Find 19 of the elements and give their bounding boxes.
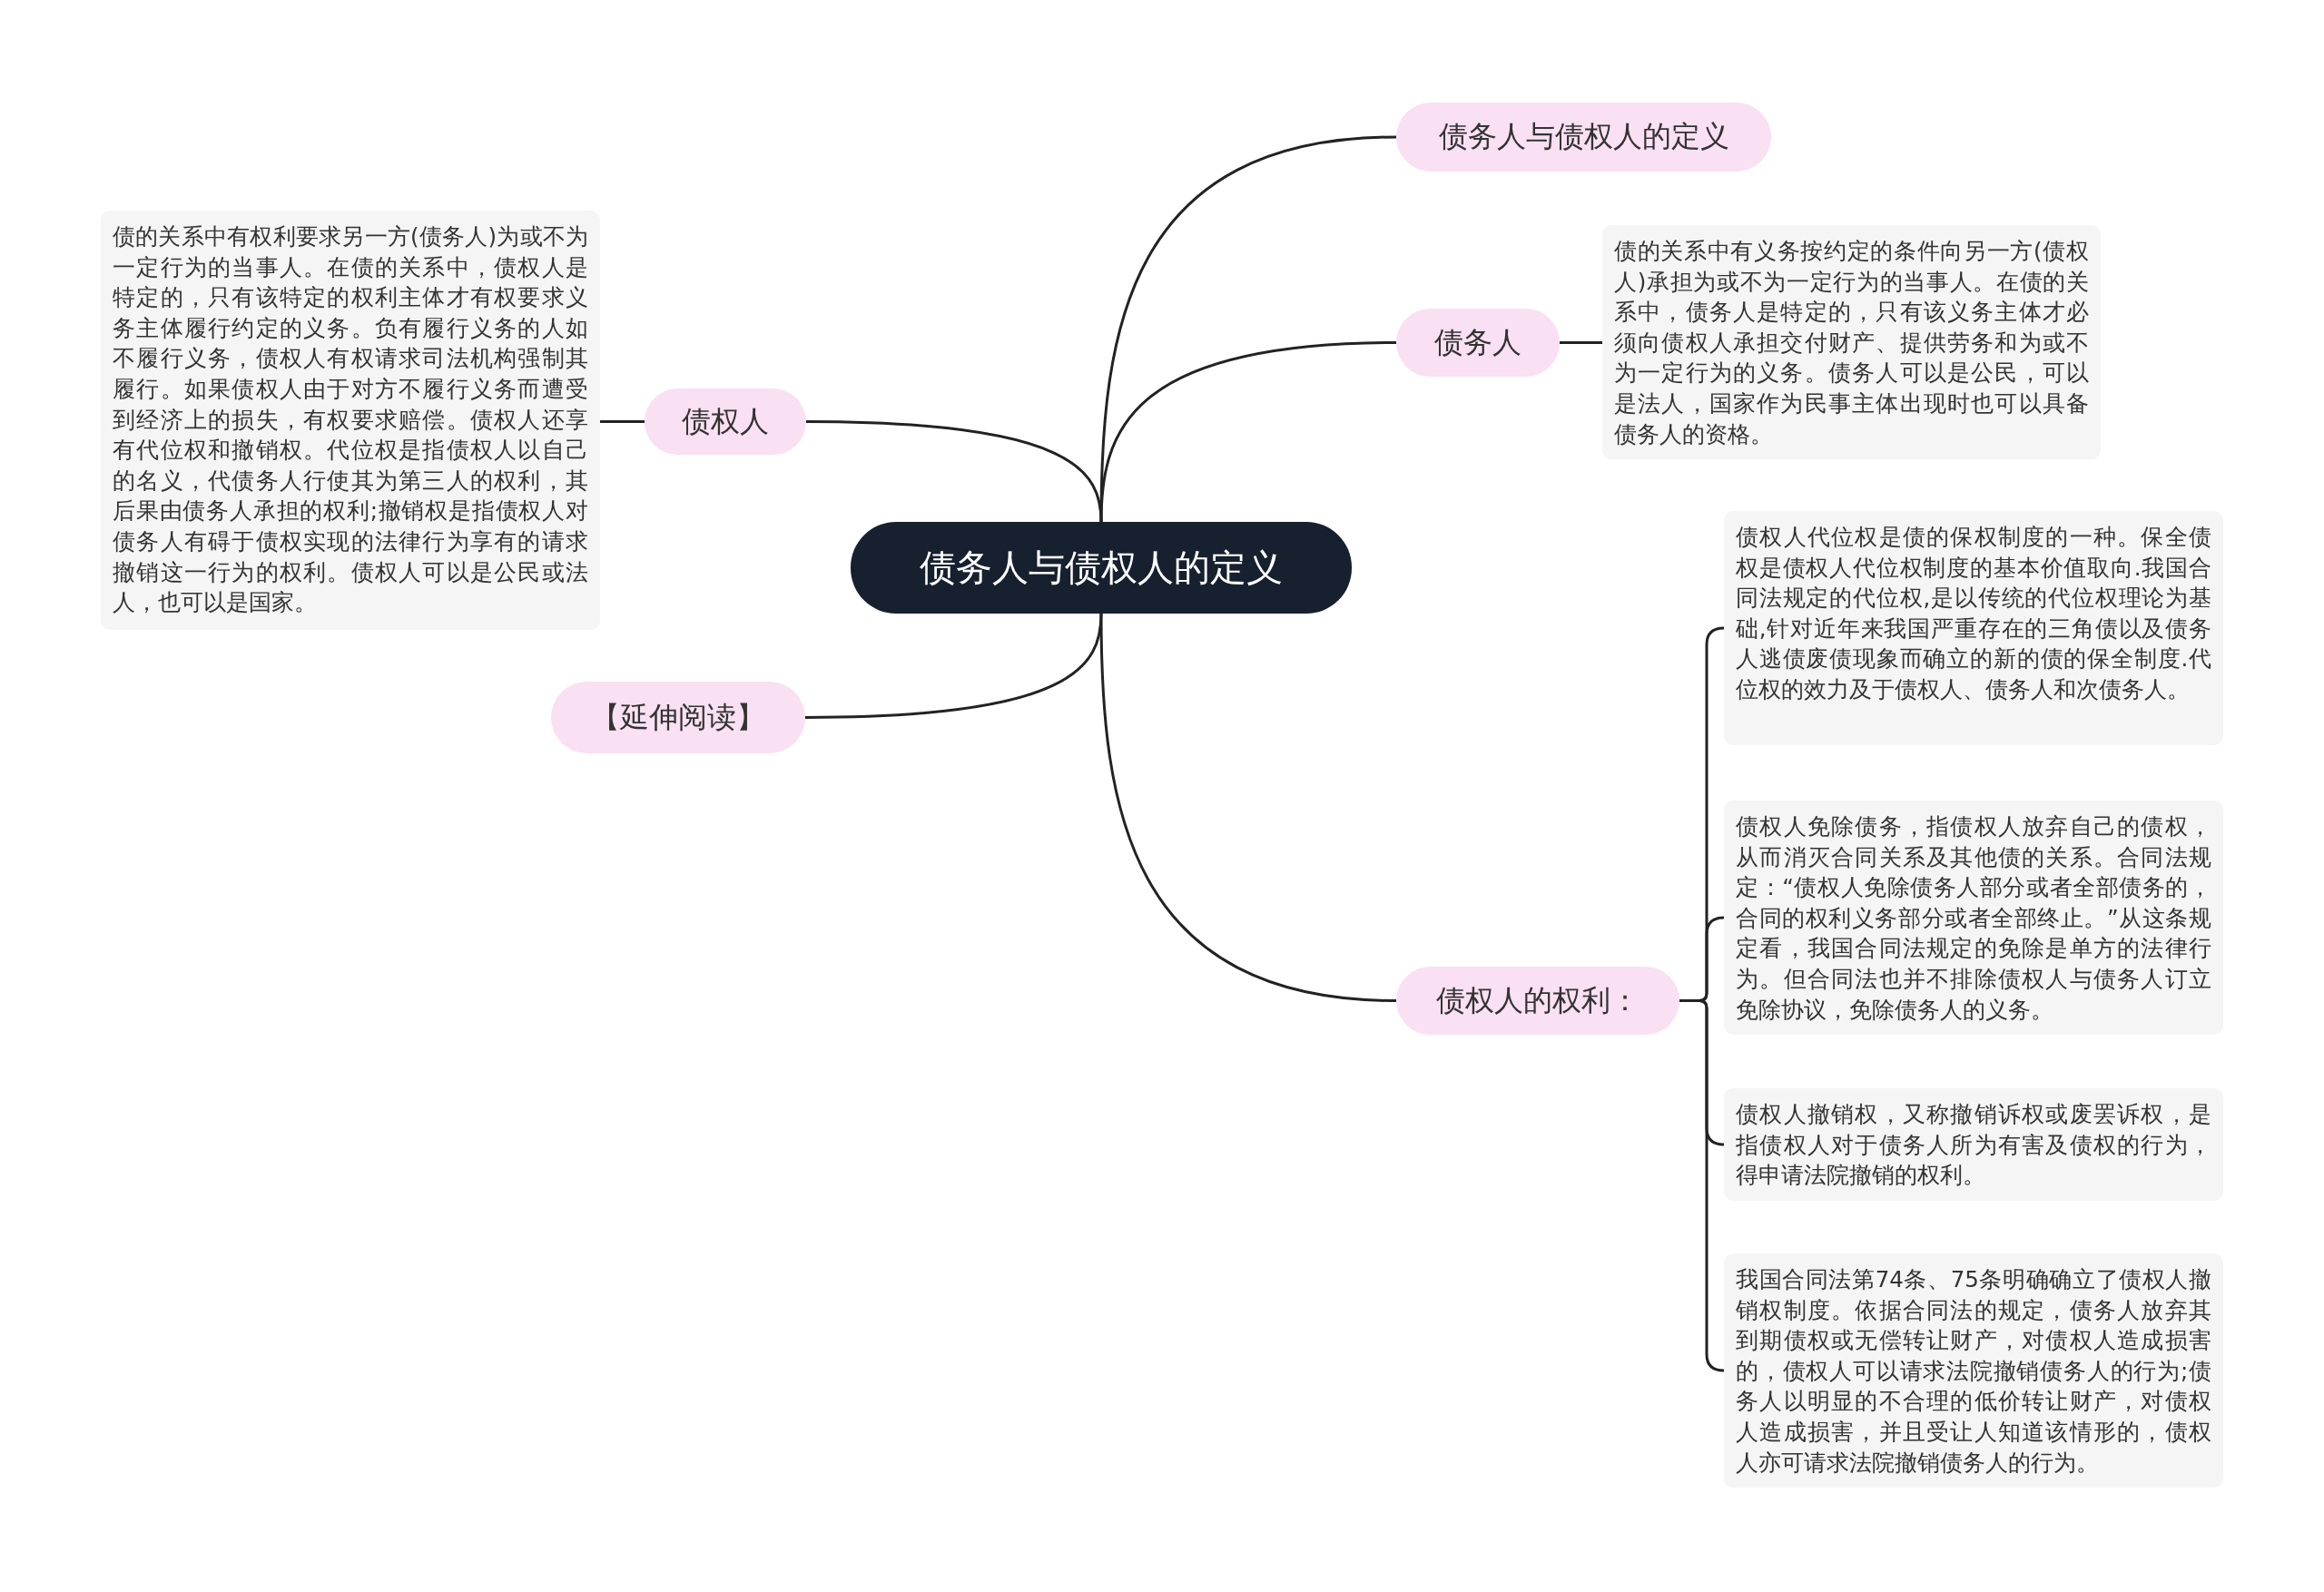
central-topic: 债务人与债权人的定义 xyxy=(851,522,1352,614)
connector-line xyxy=(804,613,1103,719)
connector-line xyxy=(805,420,1103,523)
note-card: 我国合同法第74条、75条明确确立了债权人撤销权制度。依据合同法的规定，债务人放弃其到期债权或无偿转让财产，对债权人造成损害的，债权人可以请求法院撤销债务人的行为;债务人以明显的不合理的低价转让财产，对债权人造成损害，并且受让人知道该情形的，债权人亦可请求法院撤销债务人的行为。 xyxy=(1724,1253,2223,1488)
connector-line xyxy=(1679,999,1725,1372)
topic-pill: 【延伸阅读】 xyxy=(551,682,805,753)
connector-line xyxy=(1560,341,1602,344)
connector-line xyxy=(1099,613,1397,1002)
note-card: 债的关系中有义务按约定的条件向另一方(债权人)承担为或不为一定行为的当事人。在债的关系中，债务人是特定的，只有该义务主体才必须向债权人承担交付财产、提供劳务和为或不为一定行为的义务。债务人可以是公民，可以是法人，国家作为民事主体出现时也可以具备债务人的资格。 xyxy=(1602,225,2101,459)
topic-pill: 债权人的权利： xyxy=(1396,967,1679,1035)
topic-pill: 债务人 xyxy=(1396,309,1560,377)
note-card: 债权人代位权是债的保权制度的一种。保全债权是债权人代位权制度的基本价值取向.我国合同法规定的代位权,是以传统的代位权理论为基础,针对近年来我国严重存在的三角债以及债务人逃债废债现象而确立的新的债的保全制度.代位权的效力及于债权人、债务人和次债务人。 xyxy=(1724,511,2223,745)
topic-pill: 债权人 xyxy=(645,388,806,455)
note-card: 债权人撤销权，又称撤销诉权或废罢诉权，是指债权人对于债务人所为有害及债权的行为，得申请法院撤销的权利。 xyxy=(1724,1088,2223,1201)
note-card: 债的关系中有权利要求另一方(债务人)为或不为一定行为的当事人。在债的关系中，债权人是特定的，只有该特定的权利主体才有权要求义务主体履行约定的义务。负有履行义务的人如不履行义务，债权人有权请求司法机构强制其履行。如果债权人由于对方不履行义务而遭受到经济上的损失，有权要求赔偿。债权人还享有代位权和撤销权。代位权是指债权人以自己的名义，代债务人行使其为第三人的权利，其后果由债务人承担的权利;撤销权是指债权人对债务人有碍于债权实现的法律行为享有的请求撤销这一行为的权利。债权人可以是公民或法人，也可以是国家。 xyxy=(101,211,600,630)
note-card: 债权人免除债务，指债权人放弃自己的债权，从而消灭合同关系及其他债的关系。合同法规定：“债权人免除债务人部分或者全部债务的，合同的权利义务部分或者全部终止。”从这条规定看，我国合同法规定的免除是单方的法律行为。但合同法也并不排除债权人与债务人订立免除协议，免除债务人的义务。 xyxy=(1724,801,2223,1035)
connector-line xyxy=(1099,341,1397,523)
topic-pill: 债务人与债权人的定义 xyxy=(1396,103,1771,172)
connector-line xyxy=(600,420,645,423)
